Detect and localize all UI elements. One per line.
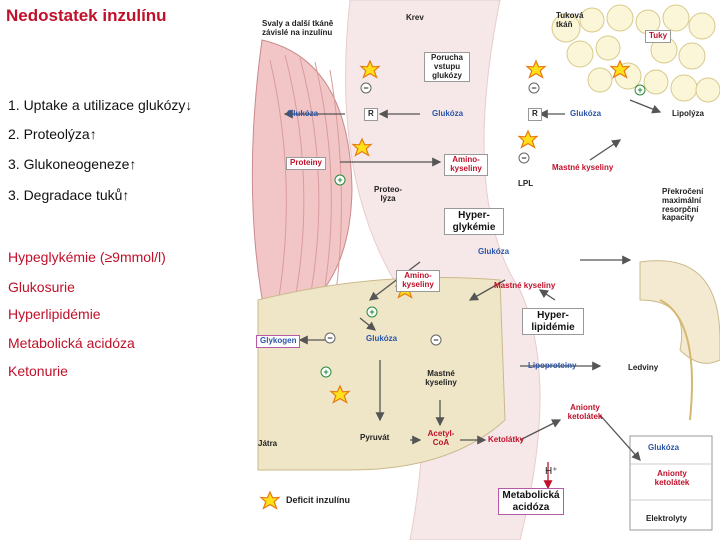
kidney-shape <box>639 260 720 364</box>
plus-minus-markers: − − + + − + − + − <box>320 82 646 378</box>
fats-label: Tuky <box>645 30 672 43</box>
consequence-item-3: Hyperlipidémie <box>8 306 101 322</box>
lpl-label: LPL <box>518 179 534 188</box>
fatty-acids-blood-label: Mastné kyseliny <box>552 163 614 172</box>
glucose-liver-label: Glukóza <box>366 334 398 343</box>
fatty-acids-liver-label: Mastné kyseliny <box>494 281 556 290</box>
consequence-item-5: Ketonurie <box>8 363 68 379</box>
minus-marker-4: − <box>327 333 332 343</box>
lipolysis-label: Lipolýza <box>672 109 705 118</box>
proteins-label: Proteiny <box>286 157 327 170</box>
consequence-item-2: Glukosurie <box>8 279 75 295</box>
muscle-title-label: Svaly a další tkáně závislé na inzulínu <box>262 19 334 37</box>
receptor-1-label: R <box>364 108 378 121</box>
h-plus-label: H⁺ <box>545 466 558 477</box>
minus-marker-5: − <box>433 335 438 345</box>
pyruvate-label: Pyruvát <box>360 433 390 442</box>
muscle-shape <box>251 39 353 331</box>
minus-marker-2: − <box>531 83 536 93</box>
consequence-item-4: Metabolická acidóza <box>8 335 135 351</box>
lipoproteins-label: Lipoproteiny <box>528 361 577 370</box>
metabolic-acidosis-label: Metabolická acidóza <box>498 488 564 515</box>
amino-acids-liver-label: Amino-kyseliny <box>396 270 440 292</box>
hyperlipidemia-label: Hyper-lipidémie <box>522 308 584 335</box>
proteolysis-label: Proteo-lýza <box>374 185 402 203</box>
glucose-blood-label: Glukóza <box>432 109 464 118</box>
glycogen-label: Glykogen <box>256 335 301 348</box>
effect-item-1: 1. Uptake a utilizace glukózy↓ <box>8 97 193 113</box>
minus-marker-3: − <box>521 153 526 163</box>
uptake-disorder-label: Porucha vstupu glukózy <box>424 52 470 83</box>
hyperglycemia-label: Hyper-glykémie <box>444 208 504 235</box>
blood-label: Krev <box>406 13 424 22</box>
urine-box <box>629 435 713 531</box>
consequence-item-1: Hypeglykémie (≥9mmol/l) <box>8 249 166 265</box>
glucose-liver-blood-label: Glukóza <box>478 247 510 256</box>
exceeding-capacity-label: Překročení maximální resorpční kapacity <box>662 187 704 223</box>
urine-glucose-label: Glukóza <box>648 443 680 452</box>
urine-ketone-anions-label: Anionty ketolátek <box>654 469 690 487</box>
plus-marker-1: + <box>637 85 642 95</box>
kidneys-label: Ledviny <box>628 363 659 372</box>
acetyl-coa-label: Acetyl-CoA <box>427 429 455 447</box>
ketone-bodies-label: Ketolátky <box>488 435 525 444</box>
minus-marker-1: − <box>363 83 368 93</box>
legend-deficit-label: Deficit inzulínu <box>286 495 350 505</box>
glucose-muscle-label: Glukóza <box>287 109 319 118</box>
plus-marker-4: + <box>323 367 328 377</box>
fat-tissue-cells <box>551 4 720 103</box>
liver-label: Játra <box>258 439 278 448</box>
effect-item-3: 3. Glukoneogeneze↑ <box>8 156 137 172</box>
fatty-acids-liver-inner-label: Mastné kyseliny <box>425 369 457 387</box>
fat-tissue-label: Tuková tkáň <box>556 11 584 29</box>
ketone-anions-label: Anionty ketolátek <box>567 403 603 421</box>
glucose-fat-label: Glukóza <box>570 109 602 118</box>
electrolytes-label: Elektrolyty <box>646 514 687 523</box>
slide-title: Nedostatek inzulínu <box>6 6 167 25</box>
plus-marker-2: + <box>337 175 342 185</box>
effect-item-2: 2. Proteolýza↑ <box>8 126 97 142</box>
amino-acids-blood-label: Amino-kyseliny <box>444 154 488 176</box>
plus-marker-3: + <box>369 307 374 317</box>
effect-item-4: 3. Degradace tuků↑ <box>8 187 130 203</box>
receptor-2-label: R <box>528 108 542 121</box>
